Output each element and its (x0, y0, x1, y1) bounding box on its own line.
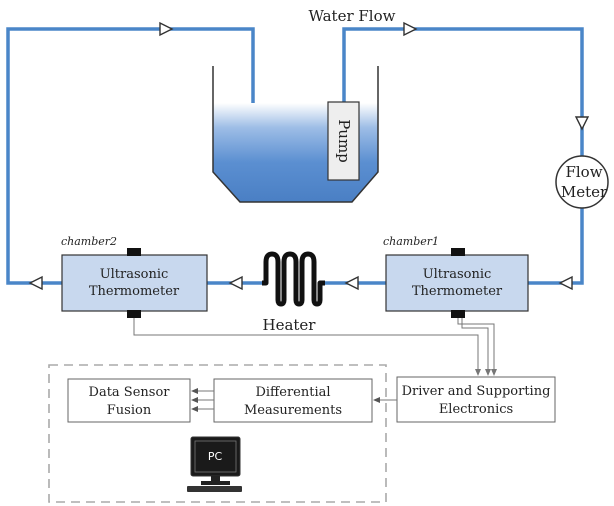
sensor-top (127, 248, 141, 256)
flow-arrow-icon (574, 116, 590, 131)
flow-meter-label-line1: Flow (565, 163, 602, 181)
sensor-bottom (451, 310, 465, 318)
heater-label: Heater (263, 316, 317, 334)
thermometer-label-line1: Ultrasonic (423, 267, 492, 282)
driver-electronics-box: Driver and Supporting Electronics (396, 376, 556, 423)
sensor-top (451, 248, 465, 256)
pc-icon: PC (187, 436, 242, 492)
heater-coil-icon (262, 251, 325, 307)
fusion-arrows (191, 388, 214, 412)
thermometer-label-line1: Ultrasonic (100, 267, 169, 282)
flow-arrows (28, 21, 590, 291)
flow-arrow-icon (28, 275, 43, 291)
driver-label-line2: Electronics (439, 402, 513, 417)
chamber1-label: chamber1 (383, 235, 439, 248)
signal-wires (133, 318, 497, 376)
chamber2-label: chamber2 (61, 235, 117, 248)
flow-arrow-icon (159, 21, 174, 37)
tank-outline (212, 66, 379, 203)
data-sensor-label-line2: Fusion (107, 403, 152, 418)
flow-meter-circle (555, 155, 609, 209)
pump: Pump (327, 101, 360, 181)
flow-meter: Flow Meter (555, 155, 609, 209)
driver-label-line1: Driver and Supporting (402, 384, 551, 399)
pump-body (327, 101, 360, 181)
pc-label: PC (208, 450, 223, 463)
keyboard (187, 486, 242, 492)
monitor-screen (194, 440, 237, 473)
differential-measurements-box: Differential Measurements (213, 378, 373, 423)
return-pipe (6, 27, 255, 285)
differential-label-line2: Measurements (244, 403, 342, 418)
ultrasonic-thermometer-chamber1: chamber1 Ultrasonic Thermometer (383, 235, 529, 318)
flow-arrow-icon (228, 275, 243, 291)
thermometer-body (61, 254, 208, 312)
heater: Heater (262, 251, 325, 334)
wire-chamber1-driver-a (457, 318, 495, 375)
supply-pipe-top (342, 27, 584, 157)
ultrasonic-thermometer-chamber2: chamber2 Ultrasonic Thermometer (61, 235, 208, 318)
wire-chamber1-driver-b (461, 318, 489, 375)
flow-meter-label-line2: Meter (561, 183, 608, 201)
flow-arrow-icon (344, 275, 359, 291)
wire-chamber2-driver (133, 318, 479, 375)
differential-label-line1: Differential (255, 385, 330, 400)
flow-arrow-icon (403, 21, 418, 37)
pc-boundary (48, 364, 387, 503)
pump-label: Pump (335, 119, 353, 163)
monitor-stand (211, 476, 220, 482)
supply-pipe-meter (528, 207, 584, 285)
monitor-base (201, 481, 230, 485)
water-flow-label: Water Flow (309, 7, 396, 25)
data-sensor-label-line1: Data Sensor (89, 385, 171, 400)
flow-arrow-icon (558, 275, 573, 291)
thermometer-label-line2: Thermometer (89, 284, 180, 299)
thermometer-body (385, 254, 529, 312)
data-sensor-fusion-box: Data Sensor Fusion (67, 378, 191, 423)
thermometer-label-line2: Thermometer (412, 284, 503, 299)
sensor-bottom (127, 310, 141, 318)
